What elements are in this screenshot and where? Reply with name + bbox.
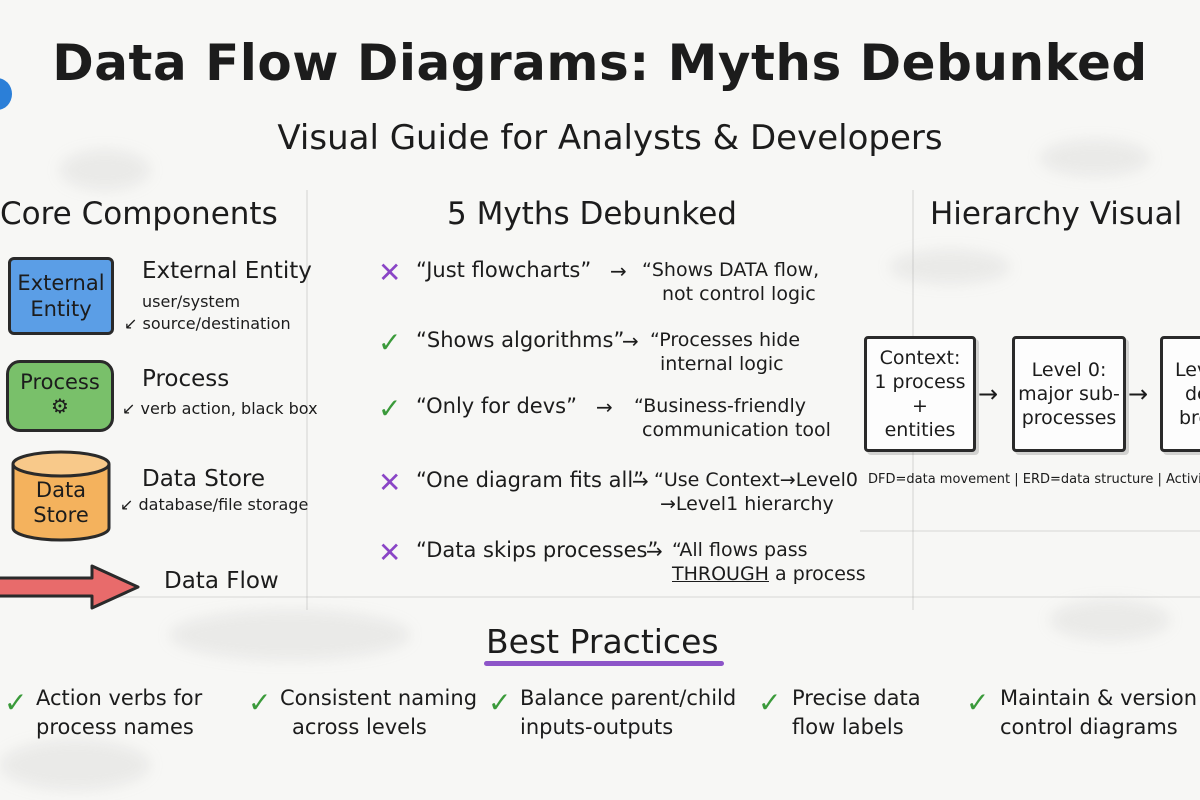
- truth-text: “Business-friendly communication tool: [634, 395, 831, 441]
- heading-underline: [484, 661, 724, 666]
- entity-shape-line1: External: [17, 271, 105, 295]
- gridline: [306, 190, 308, 610]
- hierarchy-box-context: Context: 1 process + entities: [864, 336, 976, 452]
- external-entity-desc: user/system ↙ source/destination: [124, 291, 291, 335]
- blue-marker-blob: [0, 78, 12, 110]
- myths-heading: 5 Myths Debunked: [447, 196, 737, 232]
- truth-text: “Use Context→Level0 →Level1 hierarchy: [654, 469, 858, 515]
- data-store-shape: Data Store: [10, 450, 112, 542]
- pointer-arrow-icon: ↙: [120, 495, 134, 514]
- external-entity-shape: External Entity: [8, 257, 114, 335]
- data-store-name: Data Store: [142, 466, 266, 492]
- hierarchy-box-level0: Level 0: major sub- processes: [1012, 336, 1126, 452]
- myth-row: ✕ “Data skips processes” → “All flows pa…: [378, 536, 866, 592]
- smudge: [0, 740, 150, 790]
- check-mark-icon: ✓: [488, 686, 512, 719]
- arrow-icon: →: [596, 395, 613, 419]
- myth-row: ✕ “One diagram fits all” → “Use Context→…: [378, 466, 858, 522]
- data-store-desc: ↙ database/file storage: [120, 495, 309, 514]
- entity-desc-line1: user/system: [142, 292, 241, 311]
- myth-text: “One diagram fits all”: [416, 468, 645, 492]
- data-flow-arrow-icon: [0, 564, 140, 610]
- page-title: Data Flow Diagrams: Myths Debunked: [52, 34, 1148, 92]
- myth-text: “Data skips processes”: [416, 538, 659, 562]
- pointer-arrow-icon: ↙: [124, 314, 138, 333]
- arrow-icon: →: [632, 469, 649, 493]
- smudge: [170, 610, 410, 660]
- check-mark-icon: ✓: [378, 392, 402, 425]
- hierarchy-box-level1: Lev de bre: [1160, 336, 1200, 452]
- entity-shape-line2: Entity: [30, 297, 92, 321]
- arrow-icon: →: [610, 259, 627, 283]
- x-mark-icon: ✕: [378, 256, 402, 289]
- x-mark-icon: ✕: [378, 466, 402, 499]
- best-practices-heading: Best Practices: [486, 622, 719, 661]
- check-mark-icon: ✓: [248, 686, 272, 719]
- entity-desc-line2: ↙ source/destination: [124, 314, 291, 333]
- hierarchy-heading: Hierarchy Visual: [930, 196, 1183, 232]
- page-subtitle: Visual Guide for Analysts & Developers: [277, 118, 943, 158]
- external-entity-name: External Entity: [142, 258, 312, 284]
- cylinder-icon: [11, 450, 111, 542]
- myth-row: ✓ “Shows algorithms” → “Processes hide i…: [378, 326, 858, 382]
- smudge: [60, 150, 150, 190]
- process-shape: Process ⚙: [6, 360, 114, 432]
- truth-text: “Processes hide internal logic: [650, 329, 801, 375]
- check-mark-icon: ✓: [378, 326, 402, 359]
- gridline: [860, 530, 1200, 532]
- myth-text: “Shows algorithms”: [416, 328, 625, 352]
- check-mark-icon: ✓: [966, 686, 990, 719]
- myth-text: “Just flowcharts”: [416, 258, 592, 282]
- arrow-icon: →: [1128, 380, 1149, 408]
- myth-text: “Only for devs”: [416, 394, 577, 418]
- gear-icon: ⚙: [51, 394, 69, 418]
- x-mark-icon: ✕: [378, 536, 402, 569]
- process-shape-label: Process: [20, 370, 100, 394]
- process-name: Process: [142, 366, 230, 392]
- pointer-arrow-icon: ↙: [122, 399, 136, 418]
- data-flow-name: Data Flow: [164, 568, 279, 594]
- gridline: [0, 596, 1200, 598]
- truth-text: “All flows pass THROUGH a process: [672, 539, 866, 585]
- emphasis-through: THROUGH: [672, 563, 769, 585]
- process-desc: ↙ verb action, black box: [122, 399, 318, 418]
- myth-row: ✓ “Only for devs” → “Business-friendly c…: [378, 392, 858, 448]
- check-mark-icon: ✓: [4, 686, 28, 719]
- myth-row: ✕ “Just flowcharts” → “Shows DATA flow, …: [378, 256, 858, 312]
- store-shape-label: Data Store: [33, 478, 89, 527]
- check-mark-icon: ✓: [758, 686, 782, 719]
- smudge: [1040, 140, 1150, 176]
- truth-text: “Shows DATA flow, not control logic: [642, 259, 820, 305]
- hierarchy-footnote: DFD=data movement | ERD=data structure |…: [868, 472, 1200, 487]
- smudge: [1050, 600, 1170, 640]
- arrow-icon: →: [622, 329, 639, 353]
- core-components-heading: Core Components: [0, 196, 278, 232]
- arrow-icon: →: [978, 380, 999, 408]
- arrow-icon: →: [646, 539, 663, 563]
- smudge: [890, 250, 1010, 284]
